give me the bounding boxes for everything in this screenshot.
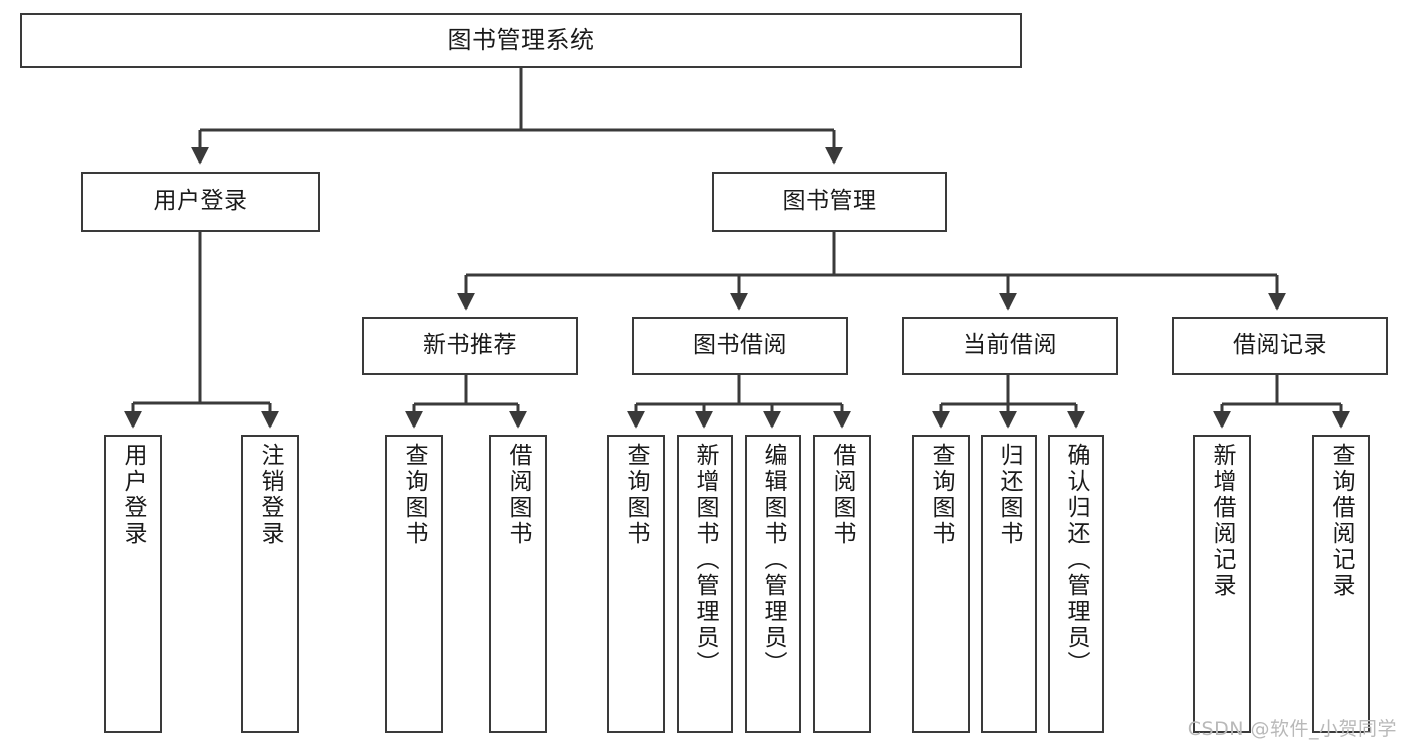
node-book-management[interactable]: 图书管理 [712, 172, 947, 232]
node-label: 查询借阅记录 [1328, 443, 1355, 599]
leaf-new-book-query-book[interactable]: 查询图书 [385, 435, 443, 733]
leaf-book-borrow-query-book[interactable]: 查询图书 [607, 435, 665, 733]
node-label: 图书管理 [782, 188, 877, 215]
leaf-book-borrow-add-book-admin[interactable]: 新增图书（管理员） [677, 435, 733, 733]
node-label: 归还图书 [996, 443, 1023, 547]
leaf-current-borrow-query-book[interactable]: 查询图书 [912, 435, 970, 733]
node-new-book-recommend[interactable]: 新书推荐 [362, 317, 578, 375]
node-label: 用户登录 [120, 443, 147, 547]
leaf-borrow-record-add-record[interactable]: 新增借阅记录 [1193, 435, 1251, 733]
node-label: 借阅图书 [829, 443, 856, 547]
leaf-current-borrow-confirm-return-admin[interactable]: 确认归还（管理员） [1048, 435, 1104, 733]
leaf-user-login-login[interactable]: 用户登录 [104, 435, 162, 733]
leaf-book-borrow-borrow-book[interactable]: 借阅图书 [813, 435, 871, 733]
node-label: 查询图书 [401, 443, 428, 547]
node-label: 确认归还（管理员） [1063, 443, 1090, 677]
node-label: 新增图书（管理员） [692, 443, 719, 677]
leaf-borrow-record-query-record[interactable]: 查询借阅记录 [1312, 435, 1370, 733]
node-root-book-management-system[interactable]: 图书管理系统 [20, 13, 1022, 68]
node-label: 借阅记录 [1233, 332, 1327, 359]
leaf-new-book-borrow-book[interactable]: 借阅图书 [489, 435, 547, 733]
node-label: 借阅图书 [505, 443, 532, 547]
node-label: 当前借阅 [963, 332, 1057, 359]
node-borrow-record[interactable]: 借阅记录 [1172, 317, 1388, 375]
node-user-login[interactable]: 用户登录 [81, 172, 320, 232]
node-label: 图书借阅 [693, 332, 787, 359]
node-label: 查询图书 [623, 443, 650, 547]
node-current-borrow[interactable]: 当前借阅 [902, 317, 1118, 375]
leaf-current-borrow-return-book[interactable]: 归还图书 [981, 435, 1037, 733]
node-label: 查询图书 [928, 443, 955, 547]
node-label: 新书推荐 [423, 332, 517, 359]
leaf-user-login-logout[interactable]: 注销登录 [241, 435, 299, 733]
node-label: 编辑图书（管理员） [760, 443, 787, 677]
watermark-text: CSDN @软件_小贺同学 [1187, 718, 1397, 740]
node-label: 新增借阅记录 [1209, 443, 1236, 599]
node-label: 注销登录 [257, 443, 284, 547]
node-label: 用户登录 [153, 188, 248, 215]
node-label: 图书管理系统 [447, 26, 595, 55]
node-book-borrow[interactable]: 图书借阅 [632, 317, 848, 375]
leaf-book-borrow-edit-book-admin[interactable]: 编辑图书（管理员） [745, 435, 801, 733]
